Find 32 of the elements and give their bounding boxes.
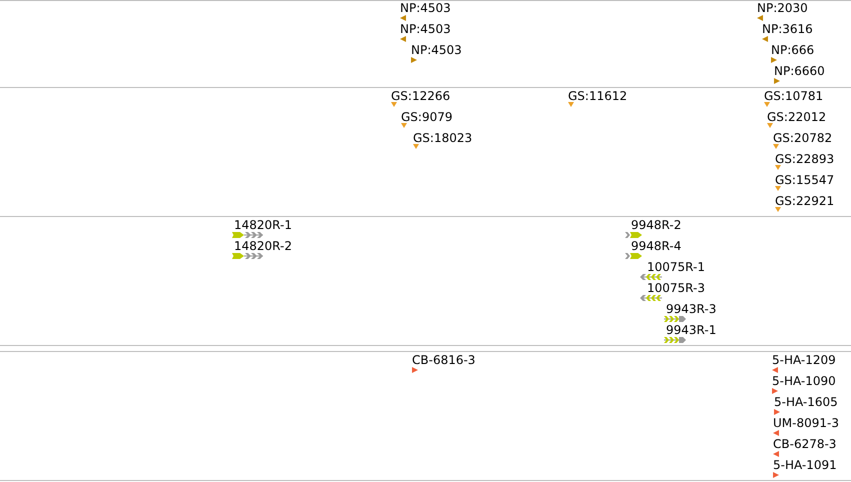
feature-label: GS:9079 — [401, 110, 452, 124]
feature-label: GS:11612 — [568, 89, 628, 103]
feature-label: 5-HA-1209 — [772, 353, 836, 367]
feature-label: GS:18023 — [413, 131, 472, 145]
feature-label: 10075R-3 — [647, 281, 705, 295]
feature-label: 9943R-1 — [666, 323, 716, 337]
feature-label: 14820R-2 — [234, 239, 292, 253]
feature-label: NP:6660 — [774, 64, 825, 78]
feature-label: UM-8091-3 — [773, 416, 839, 430]
feature-label: 9943R-3 — [666, 302, 716, 316]
feature-label: 14820R-1 — [234, 218, 292, 232]
feature-label: GS:20782 — [773, 131, 832, 145]
feature-label: NP:666 — [771, 43, 814, 57]
feature-label: GS:10781 — [764, 89, 824, 103]
feature-label: NP:4503 — [400, 22, 451, 36]
feature-label: 10075R-1 — [647, 260, 705, 274]
feature-label: NP:3616 — [762, 22, 813, 36]
feature-label: 5-HA-1605 — [774, 395, 838, 409]
feature-label: 5-HA-1091 — [773, 458, 837, 472]
feature-label: 9948R-2 — [631, 218, 682, 232]
feature-label: 5-HA-1090 — [772, 374, 836, 388]
feature-label: GS:15547 — [775, 173, 834, 187]
feature-label: GS:22921 — [775, 194, 834, 208]
feature-label: 9948R-4 — [631, 239, 682, 253]
feature-label: NP:4503 — [400, 1, 451, 15]
feature-label: GS:12266 — [391, 89, 450, 103]
feature-label: GS:22012 — [767, 110, 826, 124]
feature-label: GS:22893 — [775, 152, 834, 166]
feature-label: NP:2030 — [757, 1, 808, 15]
feature-label: CB-6278-3 — [773, 437, 836, 451]
feature-label: CB-6816-3 — [412, 353, 476, 367]
feature-label: NP:4503 — [411, 43, 462, 57]
